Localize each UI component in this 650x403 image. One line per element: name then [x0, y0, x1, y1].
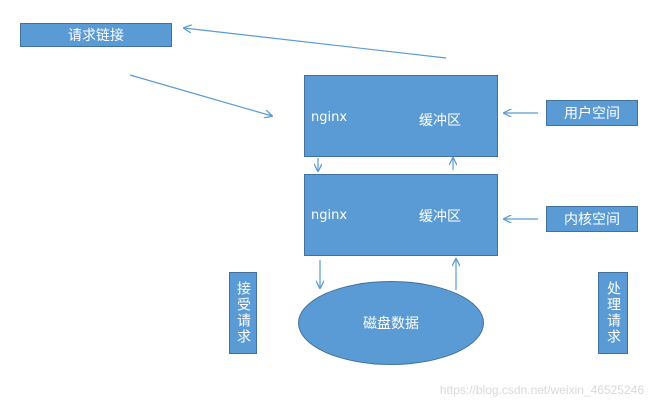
disk-data-ellipse: 磁盘数据: [298, 281, 484, 365]
watermark-text: https://blog.csdn.net/weixin_46525246: [439, 383, 644, 397]
kernel-space-block: nginx 缓冲区: [304, 174, 498, 256]
arrow-to-request-link: [184, 28, 447, 59]
process-request-label: 处理请求: [598, 272, 628, 354]
user-space-block: nginx 缓冲区: [304, 75, 498, 157]
arrow-to-user-block: [129, 74, 272, 116]
user-space-label: 用户空间: [546, 100, 638, 126]
kernel-block-buffer-label: 缓冲区: [419, 209, 461, 225]
kernel-space-label: 内核空间: [546, 206, 638, 232]
request-link-label: 请求链接: [20, 23, 172, 47]
user-block-buffer-label: 缓冲区: [419, 113, 461, 129]
user-block-nginx-label: nginx: [311, 110, 348, 125]
receive-request-label: 接受请求: [229, 272, 257, 354]
kernel-block-nginx-label: nginx: [311, 208, 348, 223]
